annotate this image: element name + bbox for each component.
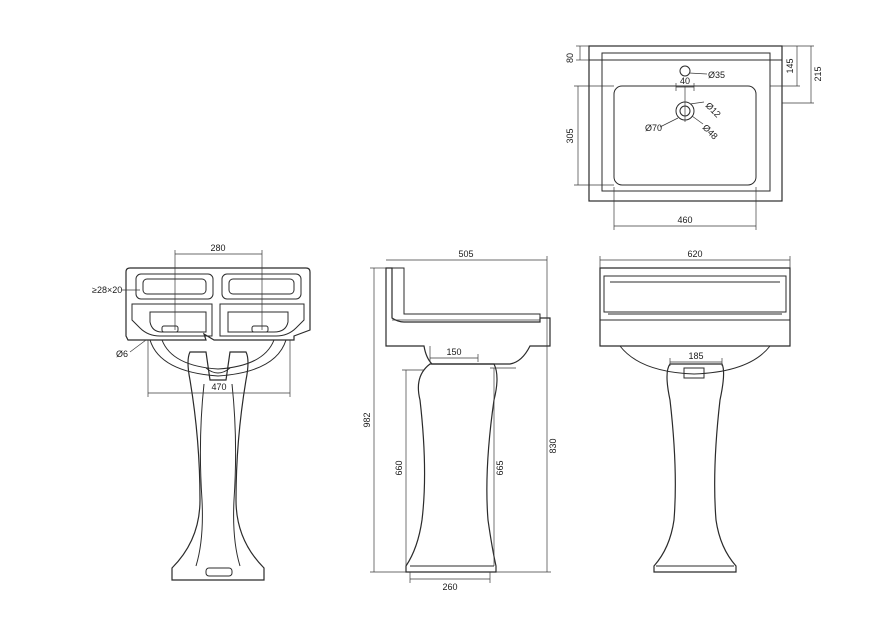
dim-70: Ø70 bbox=[645, 123, 662, 133]
pedestal-rear-edges bbox=[195, 383, 241, 567]
recess-bottom-left bbox=[131, 303, 213, 337]
recess-bottom-right bbox=[219, 303, 305, 337]
recess-top-right-inner bbox=[228, 278, 295, 295]
fixing-slot-right bbox=[251, 325, 269, 333]
dim-48: Ø48 bbox=[701, 122, 720, 141]
dim-145: 145 bbox=[785, 58, 795, 73]
pedestal-base-slot bbox=[205, 567, 233, 577]
d70-leader bbox=[659, 117, 679, 128]
pedestal-side-outline bbox=[405, 363, 498, 573]
recess-top-right bbox=[221, 273, 302, 300]
pedestal-front-outline bbox=[653, 363, 737, 573]
dim-665: 665 bbox=[495, 460, 505, 475]
side-view: 505 150 982 660 665 830 260 bbox=[362, 249, 558, 592]
basin-back-outline bbox=[125, 267, 311, 341]
dim-150: 150 bbox=[446, 347, 461, 357]
dim-460: 460 bbox=[677, 215, 692, 225]
pedestal-outline bbox=[171, 351, 265, 581]
dim-830: 830 bbox=[548, 438, 558, 453]
dim-620: 620 bbox=[687, 249, 702, 259]
top-view: 80 Ø35 40 Ø12 Ø70 Ø48 305 460 145 215 bbox=[565, 45, 823, 230]
dim-12: Ø12 bbox=[704, 100, 723, 119]
recess-top-left-inner bbox=[142, 278, 207, 295]
basin-front-ledges bbox=[608, 281, 782, 315]
bowl-underside bbox=[149, 339, 287, 377]
basin-rim-outline bbox=[601, 52, 771, 192]
dim-260: 260 bbox=[442, 582, 457, 592]
pedestal-top-arc bbox=[205, 367, 231, 374]
recess-top-left bbox=[135, 273, 214, 300]
dim-40: 40 bbox=[680, 76, 690, 86]
pedestal-front-notch bbox=[683, 367, 705, 379]
basin-side-outline bbox=[385, 267, 551, 365]
dim-6: Ø6 bbox=[116, 349, 128, 359]
d35-leader bbox=[688, 72, 708, 75]
recess-bottom-left-inner bbox=[149, 311, 207, 333]
dim-470: 470 bbox=[211, 382, 226, 392]
dim-185: 185 bbox=[688, 351, 703, 361]
dim-660: 660 bbox=[394, 460, 404, 475]
tap-hole bbox=[679, 65, 691, 77]
dim-505: 505 bbox=[458, 249, 473, 259]
dim-305: 305 bbox=[565, 128, 575, 143]
basin-side-inner bbox=[392, 267, 541, 322]
d12-leader bbox=[689, 101, 705, 105]
dim-80: 80 bbox=[565, 53, 575, 63]
d6-leader bbox=[129, 339, 147, 353]
basin-front-outline bbox=[599, 267, 791, 347]
recess-bottom-right-inner bbox=[227, 311, 289, 333]
basin-top-outline bbox=[588, 45, 783, 202]
basin-front-splash bbox=[603, 275, 787, 313]
front-view: 620 185 bbox=[599, 249, 791, 573]
dim-215: 215 bbox=[813, 66, 823, 81]
dim-35: Ø35 bbox=[708, 70, 725, 80]
fixing-slot-left bbox=[161, 325, 179, 333]
d48-leader bbox=[691, 115, 704, 125]
back-view: 280 ≥28×20 Ø6 470 bbox=[92, 243, 311, 581]
dim-slot: ≥28×20 bbox=[92, 285, 122, 295]
bowl-underside-inner bbox=[161, 339, 275, 370]
basin-front-bowl bbox=[619, 345, 771, 375]
dim-280: 280 bbox=[210, 243, 225, 253]
dim-982: 982 bbox=[362, 412, 372, 427]
